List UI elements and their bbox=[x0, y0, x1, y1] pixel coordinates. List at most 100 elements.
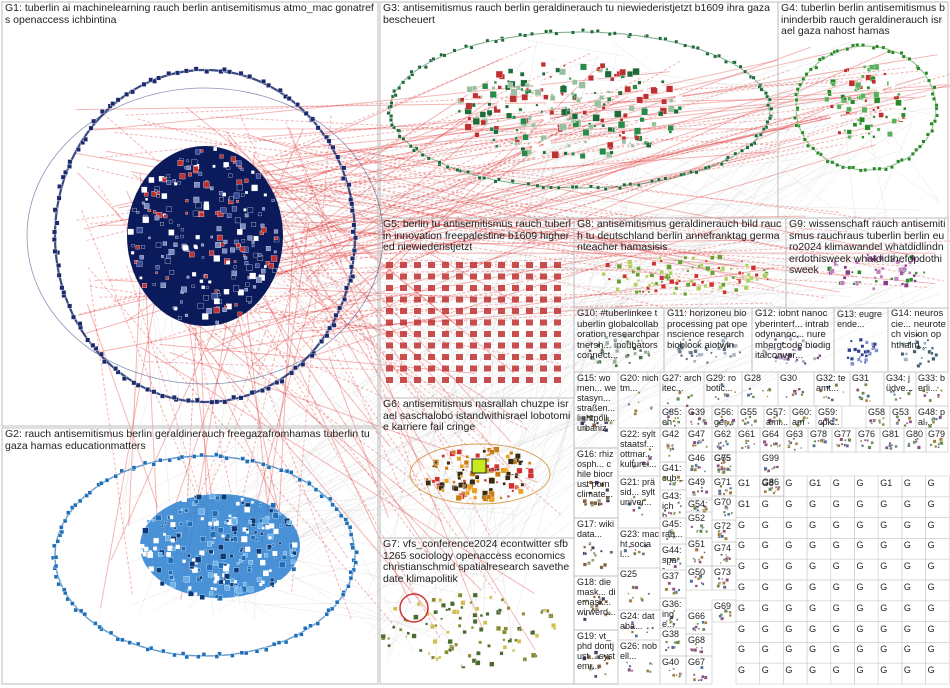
node bbox=[526, 285, 533, 291]
group-label-g16: G16: rhizosph... chile biocrust porn cli… bbox=[577, 449, 614, 499]
node bbox=[152, 210, 157, 214]
node bbox=[846, 106, 852, 112]
edge bbox=[482, 150, 899, 284]
node bbox=[931, 420, 935, 424]
node bbox=[389, 101, 394, 105]
node bbox=[472, 667, 477, 672]
highlight-edge bbox=[276, 233, 294, 562]
node bbox=[659, 259, 663, 263]
node bbox=[802, 416, 807, 420]
node bbox=[442, 331, 449, 337]
node bbox=[855, 82, 862, 89]
node bbox=[661, 80, 665, 84]
node bbox=[527, 142, 530, 145]
node bbox=[494, 463, 500, 469]
node bbox=[72, 502, 78, 508]
node bbox=[244, 288, 248, 292]
node bbox=[60, 174, 66, 180]
node bbox=[484, 365, 491, 372]
grid-group-label: G bbox=[903, 582, 911, 592]
node bbox=[474, 606, 480, 612]
node bbox=[255, 263, 260, 268]
edge bbox=[467, 145, 525, 295]
node bbox=[778, 356, 782, 360]
node bbox=[185, 398, 191, 403]
node bbox=[159, 393, 165, 399]
node bbox=[138, 549, 144, 555]
edge bbox=[508, 156, 638, 644]
node bbox=[704, 507, 708, 511]
node bbox=[159, 581, 165, 586]
node bbox=[625, 661, 628, 664]
node bbox=[665, 422, 669, 426]
node bbox=[580, 421, 585, 426]
node bbox=[261, 268, 266, 274]
node bbox=[131, 465, 137, 470]
node bbox=[820, 421, 824, 426]
node bbox=[735, 280, 739, 284]
node bbox=[120, 637, 125, 643]
grid-group-label: G bbox=[880, 623, 888, 634]
edge bbox=[376, 289, 633, 595]
node bbox=[762, 273, 768, 279]
node bbox=[177, 181, 181, 185]
node bbox=[271, 543, 275, 547]
node bbox=[908, 420, 913, 424]
node bbox=[540, 262, 547, 268]
node bbox=[723, 335, 728, 340]
node bbox=[871, 257, 875, 262]
node bbox=[174, 182, 178, 186]
node bbox=[410, 657, 414, 661]
edge bbox=[523, 296, 630, 428]
node bbox=[866, 278, 870, 282]
node bbox=[193, 166, 199, 172]
node bbox=[223, 565, 230, 572]
node bbox=[848, 261, 853, 267]
edge bbox=[247, 541, 475, 589]
node bbox=[668, 409, 672, 414]
node bbox=[632, 346, 637, 351]
node bbox=[344, 285, 349, 291]
node bbox=[141, 186, 148, 193]
node bbox=[104, 477, 110, 483]
node bbox=[407, 75, 411, 80]
node bbox=[901, 266, 907, 272]
node bbox=[632, 508, 636, 512]
node bbox=[622, 113, 628, 118]
node bbox=[346, 182, 352, 188]
node bbox=[669, 615, 674, 620]
node bbox=[445, 165, 450, 170]
grid-group-label: G bbox=[832, 623, 840, 634]
edge bbox=[421, 251, 929, 636]
edge bbox=[869, 90, 872, 149]
node bbox=[167, 557, 174, 564]
node bbox=[622, 182, 627, 187]
edge bbox=[209, 597, 416, 625]
edge bbox=[163, 59, 524, 559]
node bbox=[856, 349, 861, 354]
node bbox=[685, 282, 691, 288]
node bbox=[776, 487, 780, 491]
node bbox=[148, 550, 153, 554]
node bbox=[526, 331, 533, 337]
node bbox=[774, 355, 779, 360]
node bbox=[861, 391, 865, 395]
node bbox=[230, 653, 235, 658]
node bbox=[498, 377, 505, 383]
node bbox=[744, 417, 747, 420]
node bbox=[819, 389, 823, 393]
grid-group-label: G bbox=[738, 561, 746, 572]
node bbox=[229, 582, 234, 587]
node bbox=[673, 535, 676, 539]
highlight-edge bbox=[159, 343, 476, 374]
node bbox=[600, 348, 604, 352]
node bbox=[540, 62, 546, 67]
node bbox=[508, 482, 515, 489]
mini-group-label: G28 bbox=[744, 373, 762, 383]
node bbox=[192, 454, 197, 459]
node bbox=[605, 262, 611, 268]
node bbox=[907, 57, 912, 61]
node bbox=[175, 70, 180, 76]
mini-group-label: G23: macht social... bbox=[620, 529, 659, 559]
node bbox=[588, 349, 592, 353]
